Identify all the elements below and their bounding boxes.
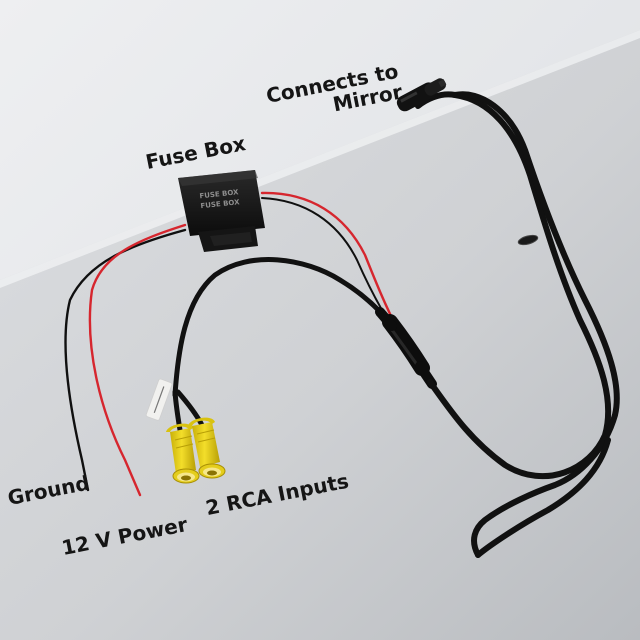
- power-wire: [88, 223, 187, 497]
- main-cable-loop-2: [452, 91, 620, 558]
- rca-signal-cable: [172, 257, 399, 398]
- main-cable-loop-1: [427, 92, 612, 480]
- cable-tie: [517, 234, 539, 246]
- power-wire-right: [260, 191, 400, 332]
- ground-wire-right: [261, 197, 395, 331]
- fuse-box: FUSE BOX FUSE BOX: [178, 170, 265, 252]
- cable-to-connector: [415, 91, 458, 109]
- ground-wire: [64, 228, 187, 492]
- rca-plug-right: [188, 417, 226, 479]
- main-cable-loop-3: [475, 437, 611, 558]
- cable-tag: [145, 378, 173, 421]
- rca-lead-1: [172, 389, 183, 433]
- background-lower-surface: [0, 30, 640, 640]
- rca-plug-left: [166, 423, 200, 484]
- rca-lead-2: [175, 389, 205, 428]
- mirror-connector: [396, 78, 447, 112]
